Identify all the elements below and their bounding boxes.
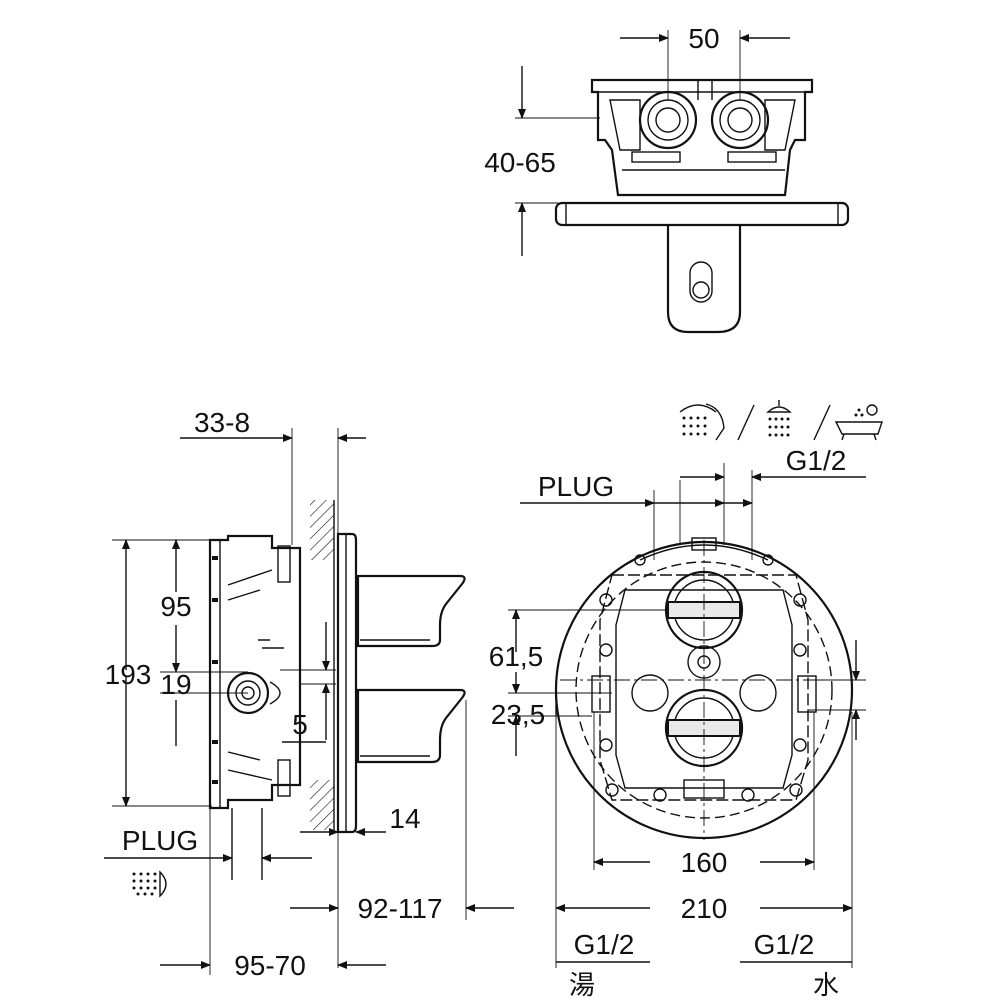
dim-wall-thickness: 14	[389, 803, 420, 834]
dim-front-height-lower: 23,5	[491, 699, 546, 730]
hot-label: 湯	[569, 971, 595, 1000]
dim-top-depth: 40-65	[484, 147, 556, 178]
dim-side-offset: 33-8	[194, 407, 250, 438]
bathtub-icon	[834, 404, 883, 441]
side-shower-icon	[132, 870, 167, 898]
dim-front-inner-width: 160	[681, 847, 728, 878]
side-view: 33-8 193 95 19 5 14 PLUG	[104, 407, 514, 981]
plug-front-label: PLUG	[538, 471, 614, 502]
front-view: PLUG G1/2	[489, 400, 883, 1000]
cold-thread-label: G1/2	[754, 929, 815, 960]
dim-back-range: 95-70	[234, 950, 306, 981]
dim-side-small: 19	[160, 669, 191, 700]
dim-front-height-upper: 61,5	[489, 641, 544, 672]
top-view: 50 40-65	[484, 23, 850, 334]
dim-side-upper: 95	[160, 591, 191, 622]
head-shower-icon	[766, 400, 792, 437]
dim-side-gap: 5	[292, 709, 308, 740]
dim-front-outer-width: 210	[681, 893, 728, 924]
hot-thread-label: G1/2	[574, 929, 635, 960]
plug-side-label: PLUG	[122, 825, 198, 856]
outlet-thread-label: G1/2	[786, 445, 847, 476]
dim-top-width: 50	[688, 23, 719, 54]
dim-depth-range: 92-117	[357, 893, 442, 924]
cold-label: 水	[813, 971, 839, 1000]
dim-side-total: 193	[105, 659, 152, 690]
hand-shower-icon	[679, 403, 725, 441]
